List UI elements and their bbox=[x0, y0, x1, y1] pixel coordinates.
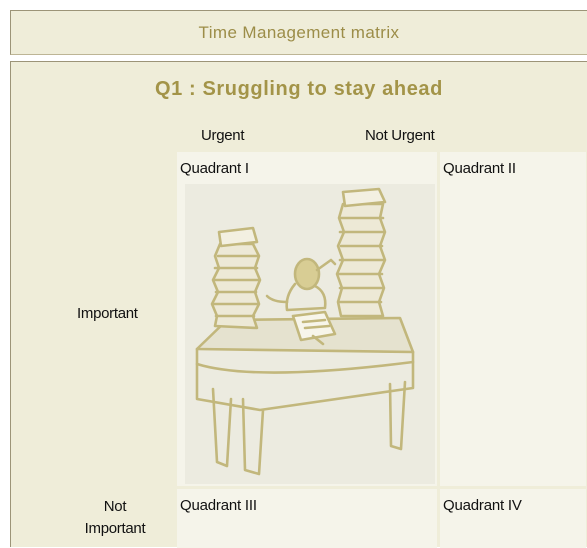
quadrant-4-label: Quadrant IV bbox=[443, 497, 522, 514]
stressed-worker-illustration bbox=[185, 184, 435, 484]
column-label-urgent: Urgent bbox=[201, 127, 245, 144]
row-label-not-important: Not Important bbox=[75, 496, 155, 540]
quadrant-subtitle: Q1 : Sruggling to stay ahead bbox=[155, 78, 443, 100]
row-label-not-important-line2: Important bbox=[84, 520, 146, 537]
quadrant-1-label: Quadrant I bbox=[180, 160, 249, 177]
column-label-not-urgent: Not Urgent bbox=[365, 127, 435, 144]
quadrant-1[interactable]: Quadrant I bbox=[177, 152, 437, 486]
row-label-important: Important bbox=[77, 305, 138, 322]
matrix-title: Time Management matrix bbox=[198, 22, 400, 42]
stressed-worker-icon bbox=[195, 187, 415, 476]
quadrant-3-label: Quadrant III bbox=[180, 497, 257, 514]
matrix-panel: Q1 : Sruggling to stay ahead Urgent Not … bbox=[10, 61, 587, 548]
quadrant-2-label: Quadrant II bbox=[443, 160, 516, 177]
quadrant-3[interactable]: Quadrant III bbox=[177, 489, 437, 548]
row-label-not-important-line1: Not bbox=[103, 498, 127, 515]
quadrant-4[interactable]: Quadrant IV bbox=[440, 489, 586, 548]
quadrant-2[interactable]: Quadrant II bbox=[440, 152, 586, 486]
matrix-header: Time Management matrix bbox=[10, 10, 587, 55]
